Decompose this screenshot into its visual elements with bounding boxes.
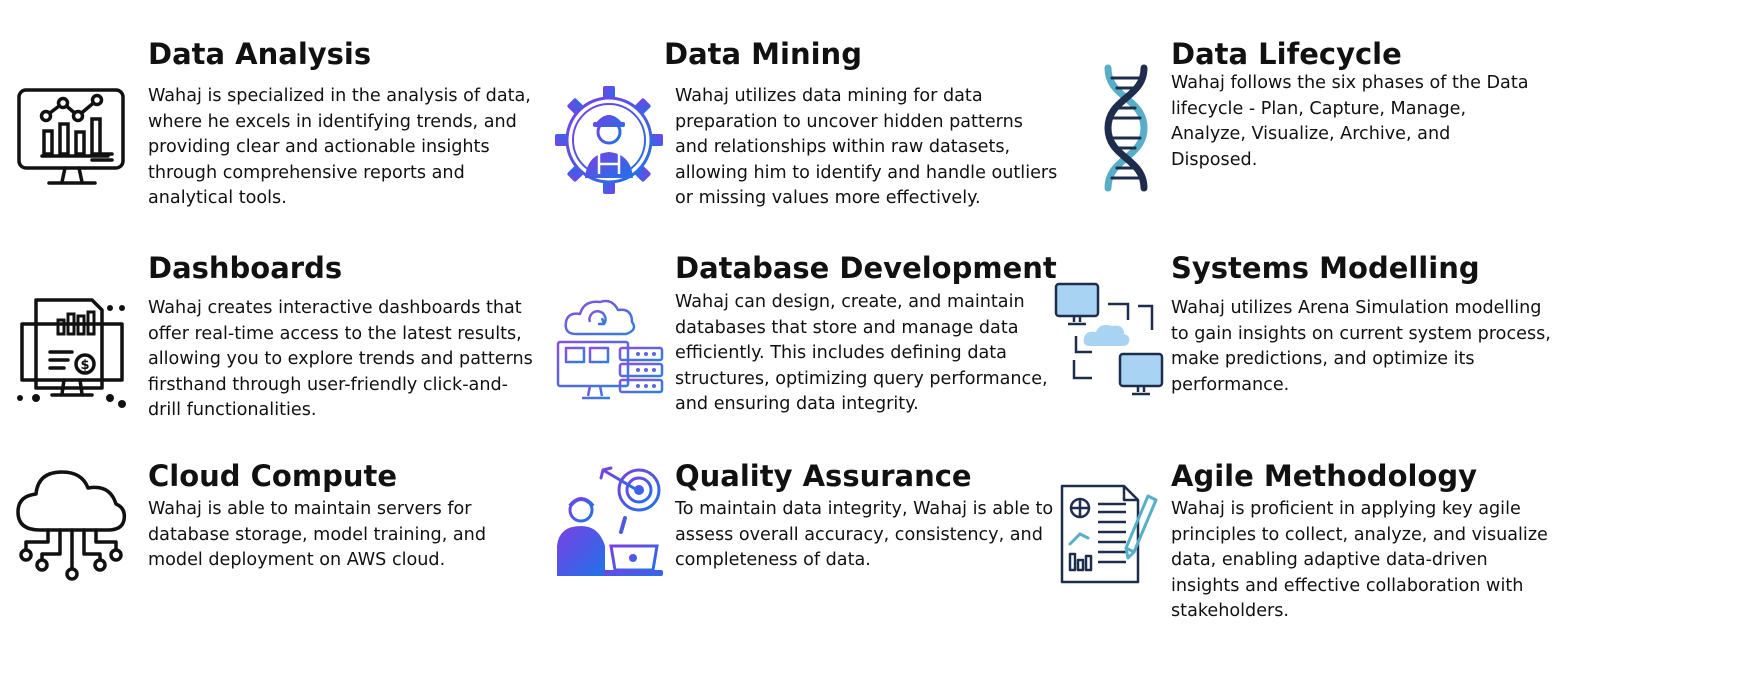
card-description: Wahaj is proficient in applying key agil… [1171,499,1548,621]
card-title: Dashboards [148,251,343,285]
card-description: Wahaj utilizes Arena Simulation modellin… [1171,298,1551,395]
card-description: Wahaj utilizes data mining for data prep… [675,86,1058,208]
network-computers-icon [1054,282,1164,396]
card-description: Wahaj can design, create, and maintain d… [675,292,1048,414]
card-description: To maintain data integrity, Wahaj is abl… [675,499,1054,570]
card-title: Database Development [675,251,1057,285]
cloud-circuit-icon [16,470,127,581]
card-title: Data Mining [664,37,862,71]
card-title: Systems Modelling [1171,251,1480,285]
card-description: Wahaj is able to maintain servers for da… [148,499,487,570]
card-title: Quality Assurance [675,459,972,493]
card-title: Data Lifecycle [1171,37,1402,71]
target-worker-icon [557,466,663,576]
card-title: Agile Methodology [1171,459,1478,493]
monitor-chart-icon [17,88,125,185]
card-title: Data Analysis [148,37,372,71]
svg-text:$: $ [80,358,89,373]
card-title: Cloud Compute [148,459,398,493]
dna-icon [1104,64,1148,192]
card-description: Wahaj follows the six phases of the Data… [1171,73,1529,170]
card-description: Wahaj is specialized in the analysis of … [148,86,531,208]
cloud-database-icon [556,299,664,400]
dashboard-report-icon: $ [17,298,126,408]
card-description: Wahaj creates interactive dashboards tha… [148,298,533,420]
plan-document-icon [1060,484,1158,584]
miner-gear-icon [555,86,663,194]
